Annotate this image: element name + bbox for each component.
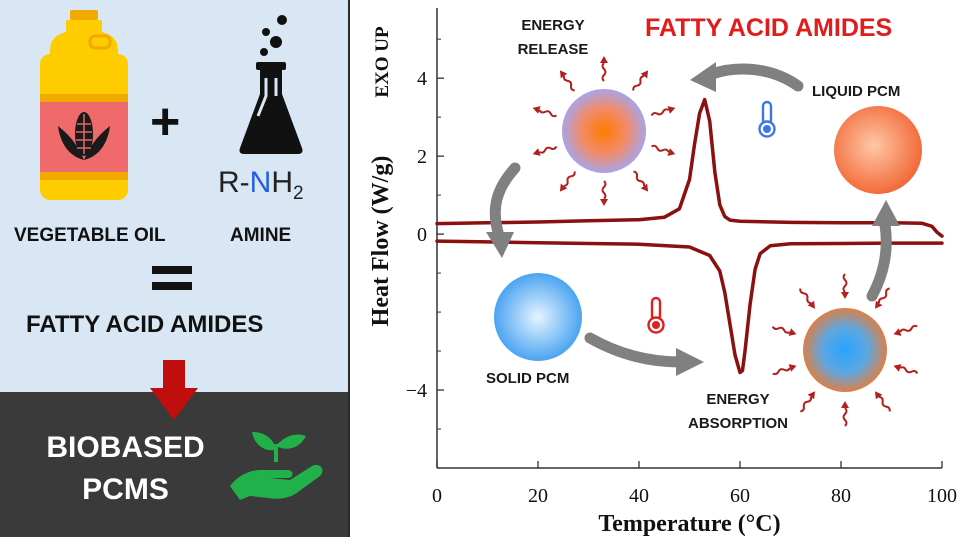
- liquid-pcm-sphere: [834, 106, 922, 194]
- heat-ray: [891, 360, 920, 379]
- arrow-liquid-to-release: [706, 63, 804, 92]
- arrow-release-to-solid: [489, 162, 521, 238]
- thermometer-red-icon: [647, 296, 665, 334]
- amine-formula: R-NH2: [218, 166, 304, 204]
- energy-release-label: ENERGY RELEASE: [503, 14, 603, 62]
- y-tick-label: −4: [406, 380, 427, 402]
- heat-ray: [649, 141, 678, 159]
- result-label: FATTY ACID AMIDES: [26, 311, 264, 338]
- equals-sign: [152, 266, 192, 290]
- plus-sign: +: [150, 93, 181, 151]
- thermometer-blue-icon: [758, 100, 776, 138]
- heat-ray: [770, 321, 799, 340]
- y-tick-label: 4: [417, 68, 427, 90]
- down-arrow-icon: [150, 360, 198, 420]
- energy-absorption-line1: ENERGY: [706, 391, 770, 408]
- x-tick-label: 100: [927, 485, 957, 507]
- heat-ray: [649, 103, 678, 121]
- heat-ray: [555, 66, 579, 94]
- panel-divider: [348, 0, 350, 537]
- heat-ray: [796, 285, 820, 313]
- absorb-sphere: [803, 308, 887, 392]
- arrowhead-liquid: [872, 200, 900, 226]
- y-axis-label: Heat Flow (W/g): [368, 156, 394, 327]
- x-tick-label: 0: [432, 485, 442, 507]
- amine-label: AMINE: [230, 225, 292, 246]
- heat-ray: [555, 168, 579, 196]
- heat-ray: [599, 180, 609, 207]
- heat-ray: [891, 321, 920, 340]
- vegetable-oil-label: VEGETABLE OIL: [14, 225, 166, 246]
- biobased-label: BIOBASED PCMS: [38, 427, 213, 511]
- flask-icon: [239, 15, 303, 154]
- liquid-pcm-label: LIQUID PCM: [812, 83, 901, 100]
- arrow-solid-to-absorb: [584, 332, 686, 368]
- heat-ray: [840, 400, 850, 427]
- arrowhead-release: [690, 62, 716, 92]
- x-tick-label: 80: [831, 485, 851, 507]
- heat-ray: [870, 387, 894, 415]
- energy-release-illustration: [530, 55, 678, 207]
- energy-absorption-illustration: [770, 273, 920, 427]
- release-sphere: [562, 89, 646, 173]
- energy-release-line2: RELEASE: [517, 41, 589, 58]
- series-line-heating: [435, 239, 944, 375]
- solid-pcm-sphere: [494, 273, 582, 361]
- heat-ray: [770, 360, 799, 379]
- exo-up-label: EXO UP: [372, 26, 393, 98]
- heat-ray: [530, 103, 559, 121]
- biobased-line2: PCMS: [82, 473, 169, 506]
- y-tick-label: 2: [417, 146, 427, 168]
- arrow-absorb-to-liquid: [866, 219, 892, 302]
- arrowhead-absorb: [676, 348, 704, 376]
- x-axis-label: Temperature (°C): [598, 511, 780, 537]
- solid-pcm-label: SOLID PCM: [486, 370, 570, 387]
- energy-absorption-label: ENERGY ABSORPTION: [673, 388, 803, 436]
- heat-ray: [530, 141, 559, 159]
- oil-bottle-icon: [40, 10, 128, 200]
- heat-ray: [840, 273, 850, 300]
- x-tick-label: 20: [528, 485, 548, 507]
- hand-plant-icon: [230, 432, 323, 500]
- process-arrows: [489, 63, 892, 368]
- chart-title: FATTY ACID AMIDES: [645, 14, 893, 42]
- heat-ray: [629, 168, 653, 196]
- heat-ray: [629, 66, 653, 94]
- arrowhead-solid: [486, 232, 514, 258]
- biobased-line1: BIOBASED: [46, 431, 205, 464]
- x-tick-label: 60: [730, 485, 750, 507]
- energy-absorption-line2: ABSORPTION: [687, 415, 788, 432]
- x-tick-label: 40: [629, 485, 649, 507]
- y-tick-label: 0: [417, 224, 427, 246]
- energy-release-line1: ENERGY: [521, 17, 585, 34]
